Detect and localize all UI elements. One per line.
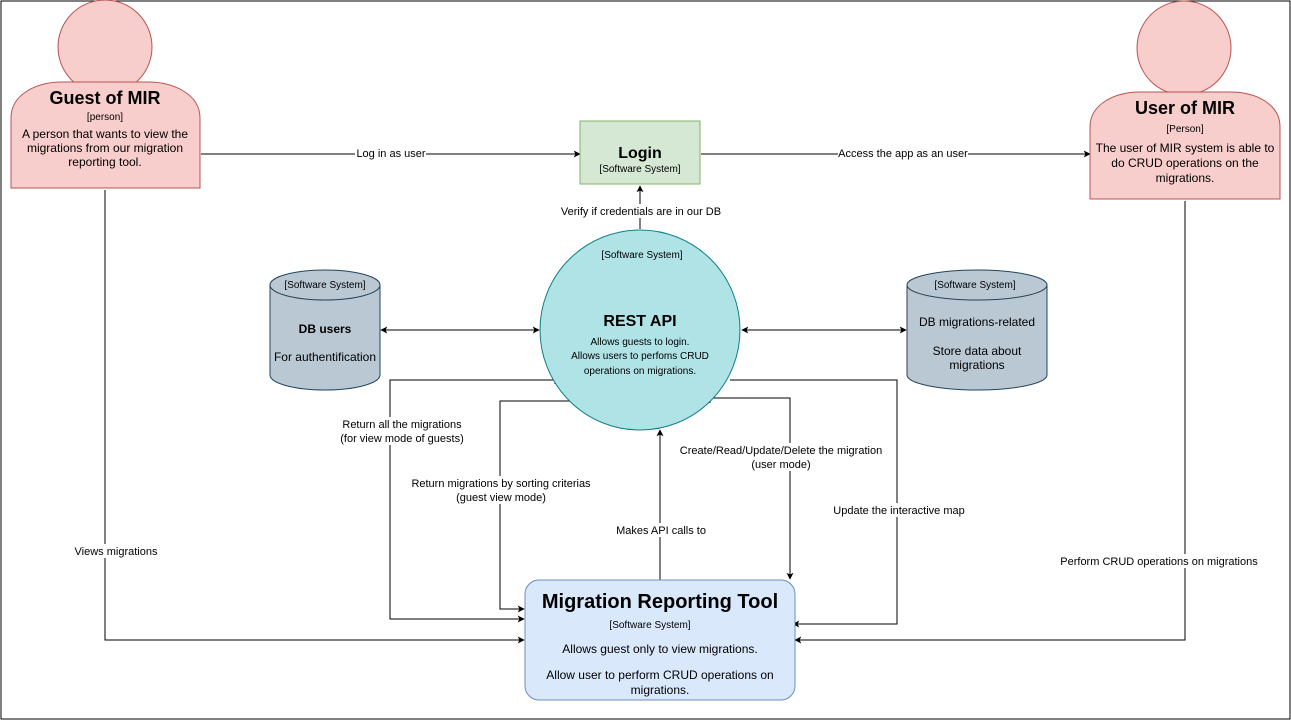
rest-api-title: REST API [603,313,676,330]
migration-tool-desc-1: Allows guest only to view migrations. [562,642,757,656]
user-person-head [1136,0,1232,96]
user-person-node[interactable]: User of MIR [Person] The user of MIR sys… [1089,0,1281,200]
label-login-user: Access the app as an user [838,148,968,160]
guest-desc-1: A person that wants to view the [22,127,188,141]
guest-person-head [57,0,153,95]
guest-title: Guest of MIR [50,88,161,108]
guest-person-node[interactable]: Guest of MIR [person] A person that want… [10,0,201,189]
edge-update-map[interactable] [730,379,898,628]
user-title: User of MIR [1135,98,1235,118]
migration-tool-desc-3: migrations. [631,683,690,697]
label-crud-2: (user mode) [751,459,810,471]
login-node[interactable]: Login [Software System] [579,120,701,185]
guest-desc-3: reporting tool. [68,155,141,169]
db-users-desc: For authentification [274,350,376,364]
rest-api-node[interactable]: [Software System] REST API Allows guests… [539,229,741,431]
db-users-type: [Software System] [284,280,365,291]
label-perform-crud: Perform CRUD operations on migrations [1060,556,1258,568]
rest-api-type: [Software System] [601,250,682,261]
rest-api-circle [539,229,741,431]
rest-api-desc-2: Allows users to perfoms CRUD [571,351,709,362]
label-api-login: Verify if credentials are in our DB [561,206,721,218]
migration-tool-node[interactable]: Migration Reporting Tool [Software Syste… [524,579,796,701]
db-migrations-title: DB migrations-related [919,315,1035,329]
migration-tool-desc-2: Allow user to perform CRUD operations on [546,668,773,682]
db-users-title: DB users [299,322,352,336]
guest-person-body [10,81,201,189]
label-api-calls: Makes API calls to [616,525,706,537]
rest-api-desc-1: Allows guests to login. [591,337,690,348]
label-crud-1: Create/Read/Update/Delete the migration [680,445,882,457]
db-migrations-type: [Software System] [934,280,1015,291]
db-migrations-cylinder-body [906,285,1048,391]
label-return-all-1: Return all the migrations [342,419,462,431]
label-return-sorted-2: (guest view mode) [456,492,546,504]
db-users-node[interactable]: [Software System] DB users For authentif… [269,269,381,391]
guest-type: [person] [87,112,123,123]
label-guest-login: Log in as user [356,148,425,160]
db-migrations-cylinder-top [906,269,1048,301]
user-desc-1: The user of MIR system is able to [1096,141,1275,155]
migration-tool-type: [Software System] [609,620,690,631]
edges [104,150,1186,644]
edge-labels: Log in as user Access the app as an user… [73,147,1260,568]
login-type: [Software System] [599,164,680,175]
user-person-body [1089,91,1281,200]
label-update-map: Update the interactive map [833,505,964,517]
migration-tool-title: Migration Reporting Tool [542,591,778,613]
migration-tool-box [524,579,796,701]
db-migrations-node[interactable]: [Software System] DB migrations-related … [906,269,1048,391]
user-desc-3: migrations. [1156,171,1215,185]
login-box [579,120,701,185]
login-title: Login [618,145,662,162]
edge-return-sorted[interactable] [499,400,576,613]
db-users-cylinder-top [269,269,381,301]
label-return-all-2: (for view mode of guests) [340,433,464,445]
label-return-sorted-1: Return migrations by sorting criterias [411,478,591,490]
db-migrations-desc-2: migrations [949,358,1004,372]
label-views-migrations: Views migrations [75,546,158,558]
rest-api-desc-3: operations on migrations. [584,366,696,377]
edge-perform-crud[interactable] [794,201,1186,644]
db-migrations-desc-1: Store data about [933,344,1022,358]
db-users-cylinder-body [269,285,381,391]
edge-views-migrations[interactable] [104,190,525,644]
guest-desc-2: migrations from our migration [27,141,183,155]
user-type: [Person] [1166,124,1203,135]
user-desc-2: do CRUD operations on the [1111,156,1259,170]
